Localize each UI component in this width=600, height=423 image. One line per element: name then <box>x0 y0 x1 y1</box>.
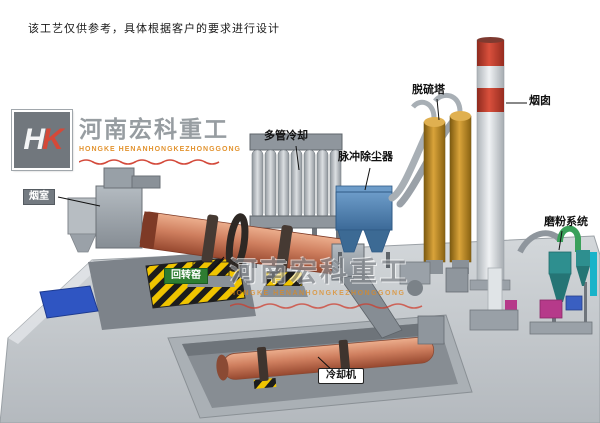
fan-units <box>399 261 431 296</box>
label-desulfurization-tower: 脱硫塔 <box>412 84 445 96</box>
logo-monogram: H K <box>11 109 73 171</box>
label-cooling-machine: 冷却机 <box>318 368 364 384</box>
leader-lines <box>57 98 563 373</box>
label-smoke-chamber: 烟室 <box>23 189 55 205</box>
logo-company-name-cn: 河南宏科重工 <box>79 116 229 142</box>
logo-text-block: 河南宏科重工 HONGKE HENANHONGKEZHONGGONG <box>78 110 241 171</box>
rotary-kiln-shape <box>139 211 348 276</box>
logo-company-name-en: HONGKE HENANHONGKEZHONGGONG <box>79 146 241 153</box>
label-multi-tube-cooler: 多管冷却 <box>264 130 308 142</box>
disclaimer-text: 该工艺仅供参考，具体根据客户的要求进行设计 <box>28 23 280 35</box>
blue-foundation-pad <box>39 285 99 319</box>
label-rotary-kiln: 回转窑 <box>164 268 208 284</box>
grinding-system-shape <box>469 225 597 335</box>
cooler-discharge-box <box>417 315 445 345</box>
logo-wave-line <box>78 159 220 165</box>
cooling-machine-shape <box>216 336 435 389</box>
label-chimney: 烟囱 <box>529 95 551 107</box>
logo-letter-k: K <box>42 123 64 156</box>
pulse-dust-collector-shape <box>335 185 393 268</box>
label-pulse-dust-collector: 脉冲除尘器 <box>338 151 393 163</box>
logo-letter-h: H <box>23 123 45 156</box>
company-logo: H K 河南宏科重工 HONGKE HENANHONGKEZHONGGONG <box>11 109 241 171</box>
label-grinding-system: 磨粉系统 <box>544 216 588 228</box>
desulfurization-towers-shape <box>411 92 472 293</box>
